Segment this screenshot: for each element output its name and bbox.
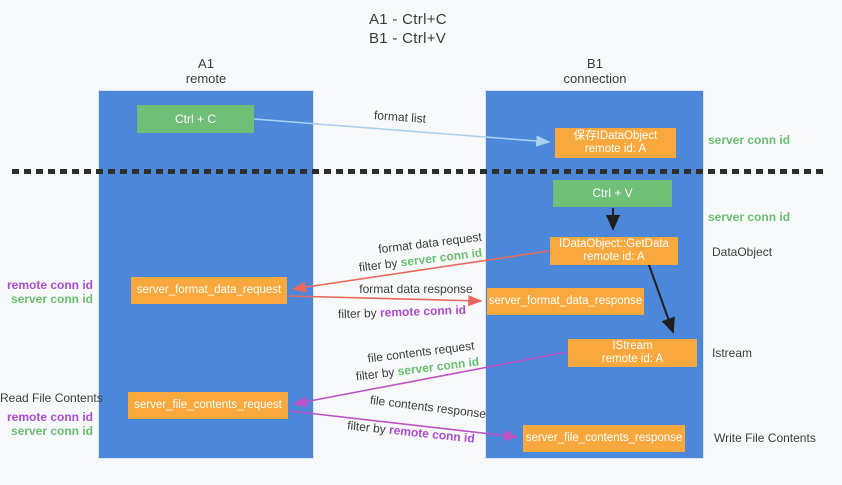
save-idataobject-node: 保存IDataObject remote id: A [555, 128, 676, 158]
filter-by-remote-conn-id-label-2: filter by remote conn id [336, 417, 487, 447]
ctrl-v-node: Ctrl + V [553, 180, 672, 207]
istream-line1: IStream [612, 340, 653, 352]
ctrl-v-label: Ctrl + V [592, 186, 633, 200]
getdata-node: IDataObject::GetData remote id: A [550, 237, 678, 265]
column-b-id: B1 [587, 56, 603, 71]
remote-conn-id-left-2: remote conn id [6, 410, 93, 424]
format-list-label: format list [373, 108, 427, 126]
server-format-data-response-label: server_format_data_response [488, 295, 643, 307]
server-conn-id-right-top: server conn id [708, 133, 791, 147]
remote-conn-id-text: remote conn id [379, 302, 467, 320]
filter-by-text: filter by [355, 364, 396, 384]
title-line-1: A1 - Ctrl+C [369, 11, 447, 28]
ctrl-c-label: Ctrl + C [174, 111, 216, 126]
diagram-title: A1 - Ctrl+C B1 - Ctrl+V [369, 10, 447, 48]
title-line-2: B1 - Ctrl+V [369, 30, 447, 47]
filter-by-text: filter by [358, 255, 399, 275]
column-a-role: remote [185, 71, 227, 86]
write-file-contents-annotation: Write File Contents [714, 431, 816, 445]
column-b-role: connection [563, 71, 627, 86]
save-idataobject-line2: remote id: A [584, 143, 647, 155]
server-format-data-response-node: server_format_data_response [487, 288, 644, 315]
server-file-contents-request-node: server_file_contents_request [128, 392, 288, 419]
server-format-data-request-label: server_format_data_request [136, 284, 282, 296]
conn-id-pair-file: remote conn id server conn id [0, 410, 93, 438]
filter-by-text: filter by [346, 418, 387, 437]
server-file-contents-request-label: server_file_contents_request [134, 399, 282, 411]
server-file-contents-response-label: server_file_contents_response [525, 432, 683, 444]
istream-line2: remote id: A [601, 353, 664, 365]
istream-node: IStream remote id: A [568, 339, 697, 367]
filter-by-text: filter by [337, 305, 377, 322]
format-data-response-label: format data response [359, 282, 473, 296]
dataobject-annotation: DataObject [712, 245, 773, 259]
save-idataobject-line1: 保存IDataObject [573, 130, 658, 142]
getdata-line2: remote id: A [583, 251, 645, 263]
format-data-response-arrow [288, 295, 483, 307]
ctrl-c-node: Ctrl + C [137, 105, 254, 133]
server-conn-id-right-mid: server conn id [708, 210, 791, 224]
server-conn-id-left-1: server conn id [10, 292, 93, 306]
server-file-contents-response-node: server_file_contents_response [523, 425, 685, 452]
session-separator-dotted-line [12, 169, 823, 174]
filter-by-remote-conn-id-label-1: filter by remote conn id [332, 303, 472, 322]
file-contents-response-label: file contents response [369, 392, 487, 422]
column-b-header: B1 connection [545, 56, 645, 86]
getdata-line1: IDataObject::GetData [559, 238, 669, 250]
server-conn-id-left-2: server conn id [10, 424, 93, 438]
conn-id-pair-format: remote conn id server conn id [0, 278, 93, 306]
remote-conn-id-text: remote conn id [388, 422, 476, 446]
read-file-contents-annotation: Read File Contents [0, 391, 103, 405]
column-a-header: A1 remote [156, 56, 256, 86]
server-format-data-request-node: server_format_data_request [131, 277, 287, 304]
istream-annotation: Istream [712, 346, 753, 360]
remote-conn-id-left-1: remote conn id [6, 278, 93, 292]
column-a-id: A1 [198, 56, 214, 71]
